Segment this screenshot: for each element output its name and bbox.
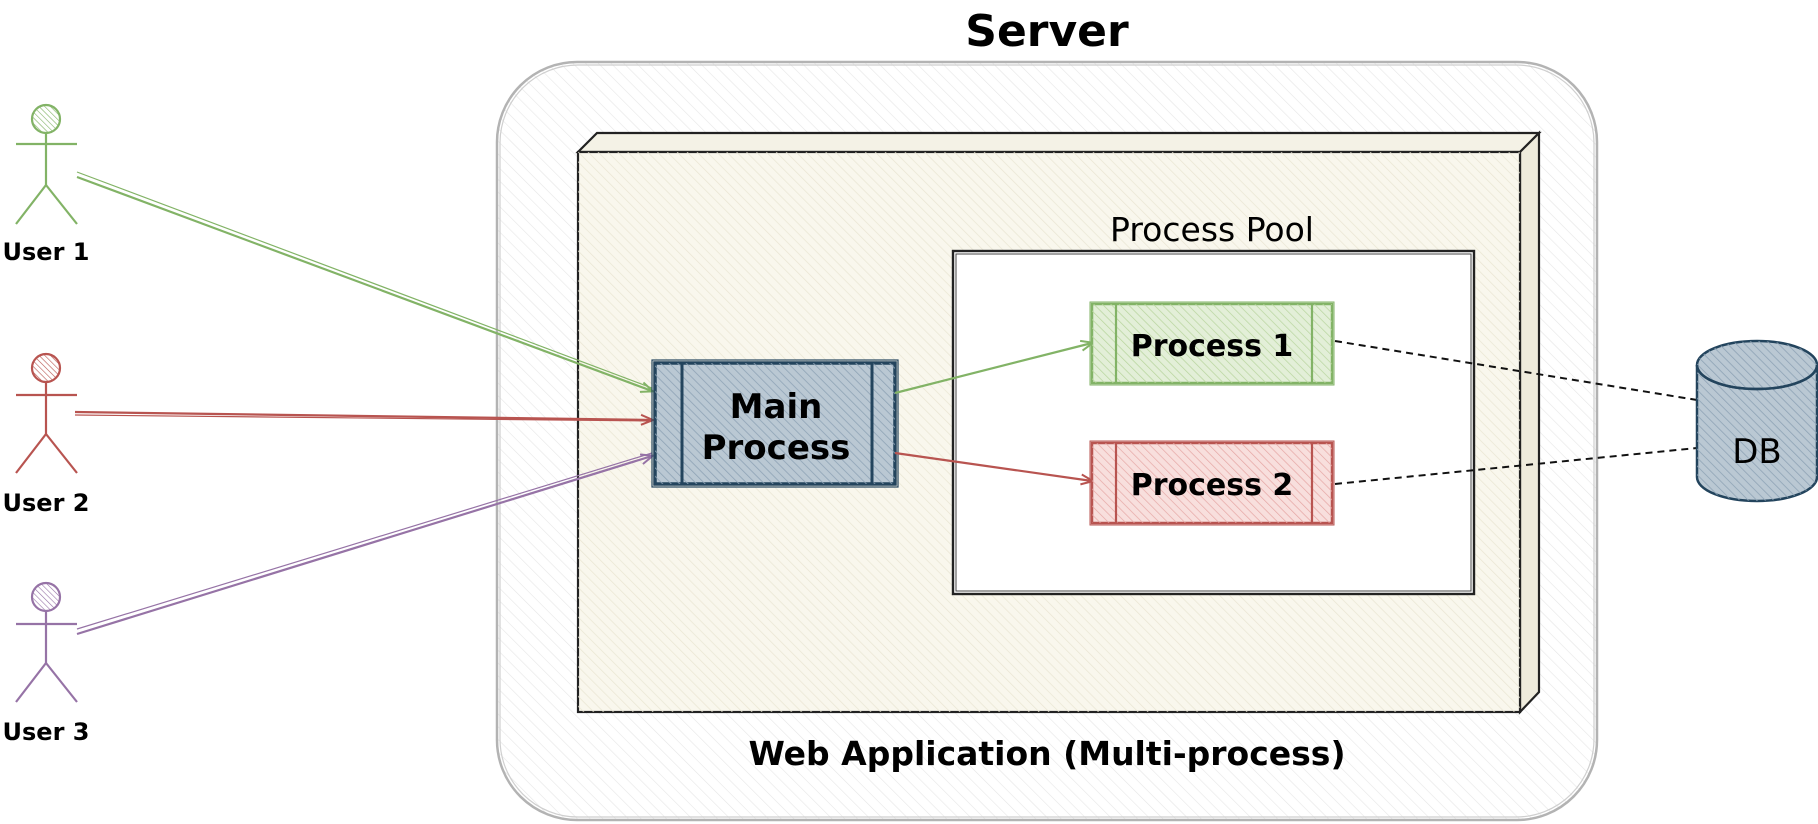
main-to-process-1-arrow (894, 343, 1092, 395)
user-3-arrow (76, 452, 652, 636)
user-1-label: User 1 (3, 238, 90, 266)
main-process-box (651, 359, 899, 488)
user-2-label: User 2 (3, 489, 90, 517)
main-to-process-2-arrow (894, 451, 1092, 481)
process-1-label: Process 1 (1131, 329, 1294, 364)
main-process-label-line-1: Main (730, 387, 823, 427)
process-1-box (1089, 301, 1335, 386)
database-label: DB (1732, 432, 1782, 472)
process-1-db-connection (1334, 340, 1698, 401)
process-2-label: Process 2 (1131, 468, 1294, 503)
server-title: Server (965, 6, 1129, 57)
process-pool-label: Process Pool (1110, 210, 1314, 249)
web-application-label: Web Application (Multi-process) (748, 734, 1345, 773)
user-3-icon (15, 581, 78, 703)
database-cylinder (1695, 339, 1818, 503)
user-2-arrow (74, 410, 652, 421)
user-1-icon (15, 103, 78, 225)
process-2-db-connection (1334, 447, 1698, 485)
user-3-label: User 3 (3, 718, 90, 746)
main-process-label-line-2: Process (702, 428, 851, 468)
user-2-icon (15, 352, 78, 474)
process-2-box (1089, 440, 1335, 526)
user-1-arrow (76, 171, 652, 391)
